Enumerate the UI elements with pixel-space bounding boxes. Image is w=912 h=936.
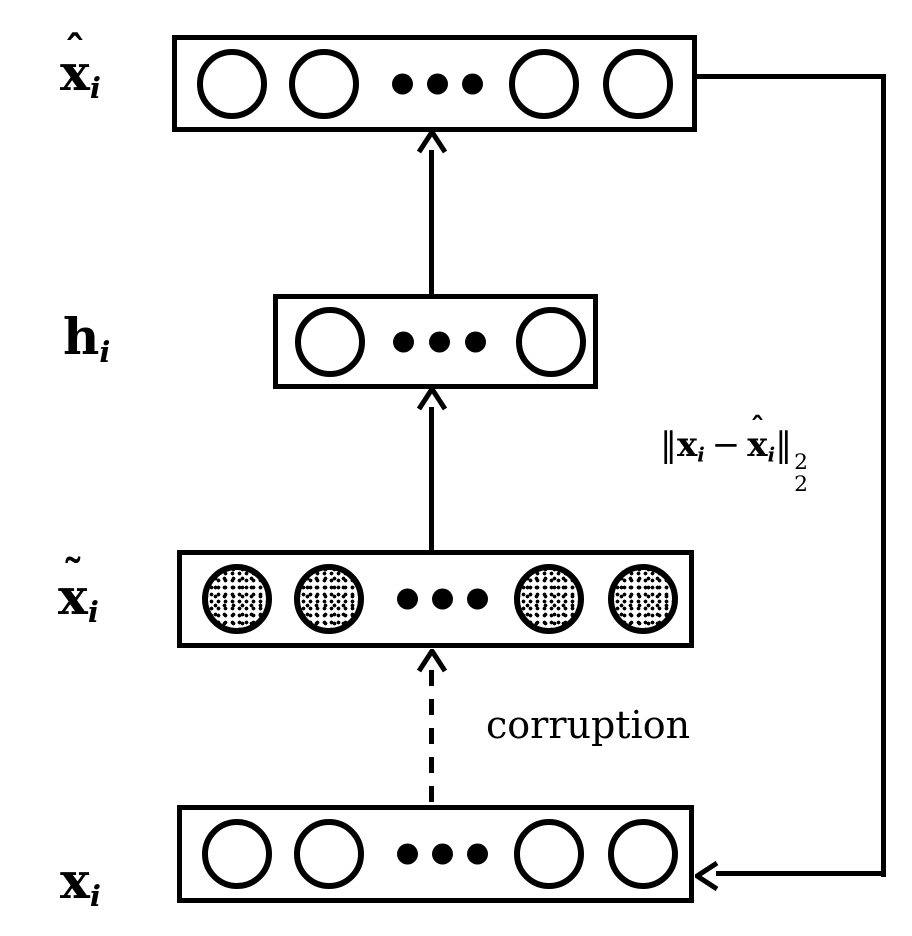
- loss-x1: x: [677, 425, 698, 465]
- ellipsis-dot: [427, 73, 448, 94]
- corruption-label: corruption: [486, 703, 691, 747]
- loss-norm-subscript: 2: [794, 471, 808, 497]
- arrowhead-left-icon: [695, 861, 719, 891]
- ellipsis-dot: [429, 331, 450, 352]
- corrupted-neuron-circle: [202, 564, 272, 634]
- h-base: h: [63, 307, 100, 366]
- neuron-circle: [289, 48, 359, 119]
- encoder-arrow: [429, 407, 434, 550]
- arrowhead-up-icon: [417, 130, 447, 154]
- neuron-circle: [603, 48, 673, 119]
- ellipsis-dot: [432, 588, 453, 610]
- reconstruction-layer-box: [172, 35, 697, 132]
- ellipsis-dot: [462, 73, 483, 94]
- x-subscript: i: [89, 879, 101, 914]
- ellipsis-dot: [465, 331, 486, 352]
- neuron-circle: [509, 48, 579, 119]
- ellipsis-dot: [467, 588, 488, 610]
- neuron-circle: [608, 819, 678, 889]
- loss-superscript: 2: [794, 449, 808, 475]
- minus-sign: −: [711, 425, 741, 465]
- arrowhead-up-icon: [417, 649, 447, 673]
- xhat-base: x: [60, 43, 90, 102]
- loss-feedback-line-top: [697, 74, 886, 79]
- loss-feedback-line-right: [881, 74, 886, 877]
- ellipsis-dot: [393, 331, 414, 352]
- tilde-accent: ˜: [62, 551, 84, 601]
- loss-feedback-line-bottom: [716, 871, 886, 876]
- loss-sub2: i: [767, 442, 776, 467]
- h-subscript: i: [99, 335, 111, 370]
- xtilde-label: ˜xi: [58, 555, 99, 627]
- xhat-subscript: i: [89, 71, 101, 106]
- ellipsis-dot: [392, 73, 413, 94]
- loss-sub1: i: [697, 442, 705, 467]
- corrupted-neuron-circle: [294, 564, 364, 634]
- xtilde-base: x: [58, 567, 88, 626]
- corruption-arrow: [429, 670, 434, 806]
- neuron-circle: [514, 819, 584, 889]
- x-base: x: [60, 851, 90, 910]
- ellipsis-dot: [397, 588, 418, 610]
- corrupted-input-layer-box: [177, 550, 694, 648]
- neuron-circle: [295, 306, 365, 377]
- ellipsis-dot: [397, 843, 418, 865]
- hat-accent: ˆ: [750, 411, 765, 446]
- input-layer-box: [177, 805, 694, 903]
- neuron-circle: [516, 306, 586, 377]
- ellipsis-dot: [432, 843, 453, 865]
- h-label: hi: [63, 312, 110, 367]
- x-label: xi: [60, 856, 101, 911]
- decoder-arrow: [429, 150, 434, 295]
- hidden-layer-box: [273, 294, 598, 389]
- neuron-circle: [202, 819, 272, 889]
- corrupted-neuron-circle: [514, 564, 584, 634]
- norm-close: ‖: [775, 425, 793, 465]
- accented-x: ˜x: [58, 555, 88, 622]
- arrowhead-up-icon: [417, 387, 447, 411]
- ellipsis-dot: [467, 843, 488, 865]
- hat-accent: ˆ: [64, 27, 86, 77]
- xtilde-subscript: i: [87, 595, 99, 630]
- neuron-circle: [197, 48, 267, 119]
- neuron-circle: [294, 819, 364, 889]
- corrupted-neuron-circle: [608, 564, 678, 634]
- loss-x2: x: [747, 425, 768, 465]
- norm-open: ‖: [660, 425, 677, 465]
